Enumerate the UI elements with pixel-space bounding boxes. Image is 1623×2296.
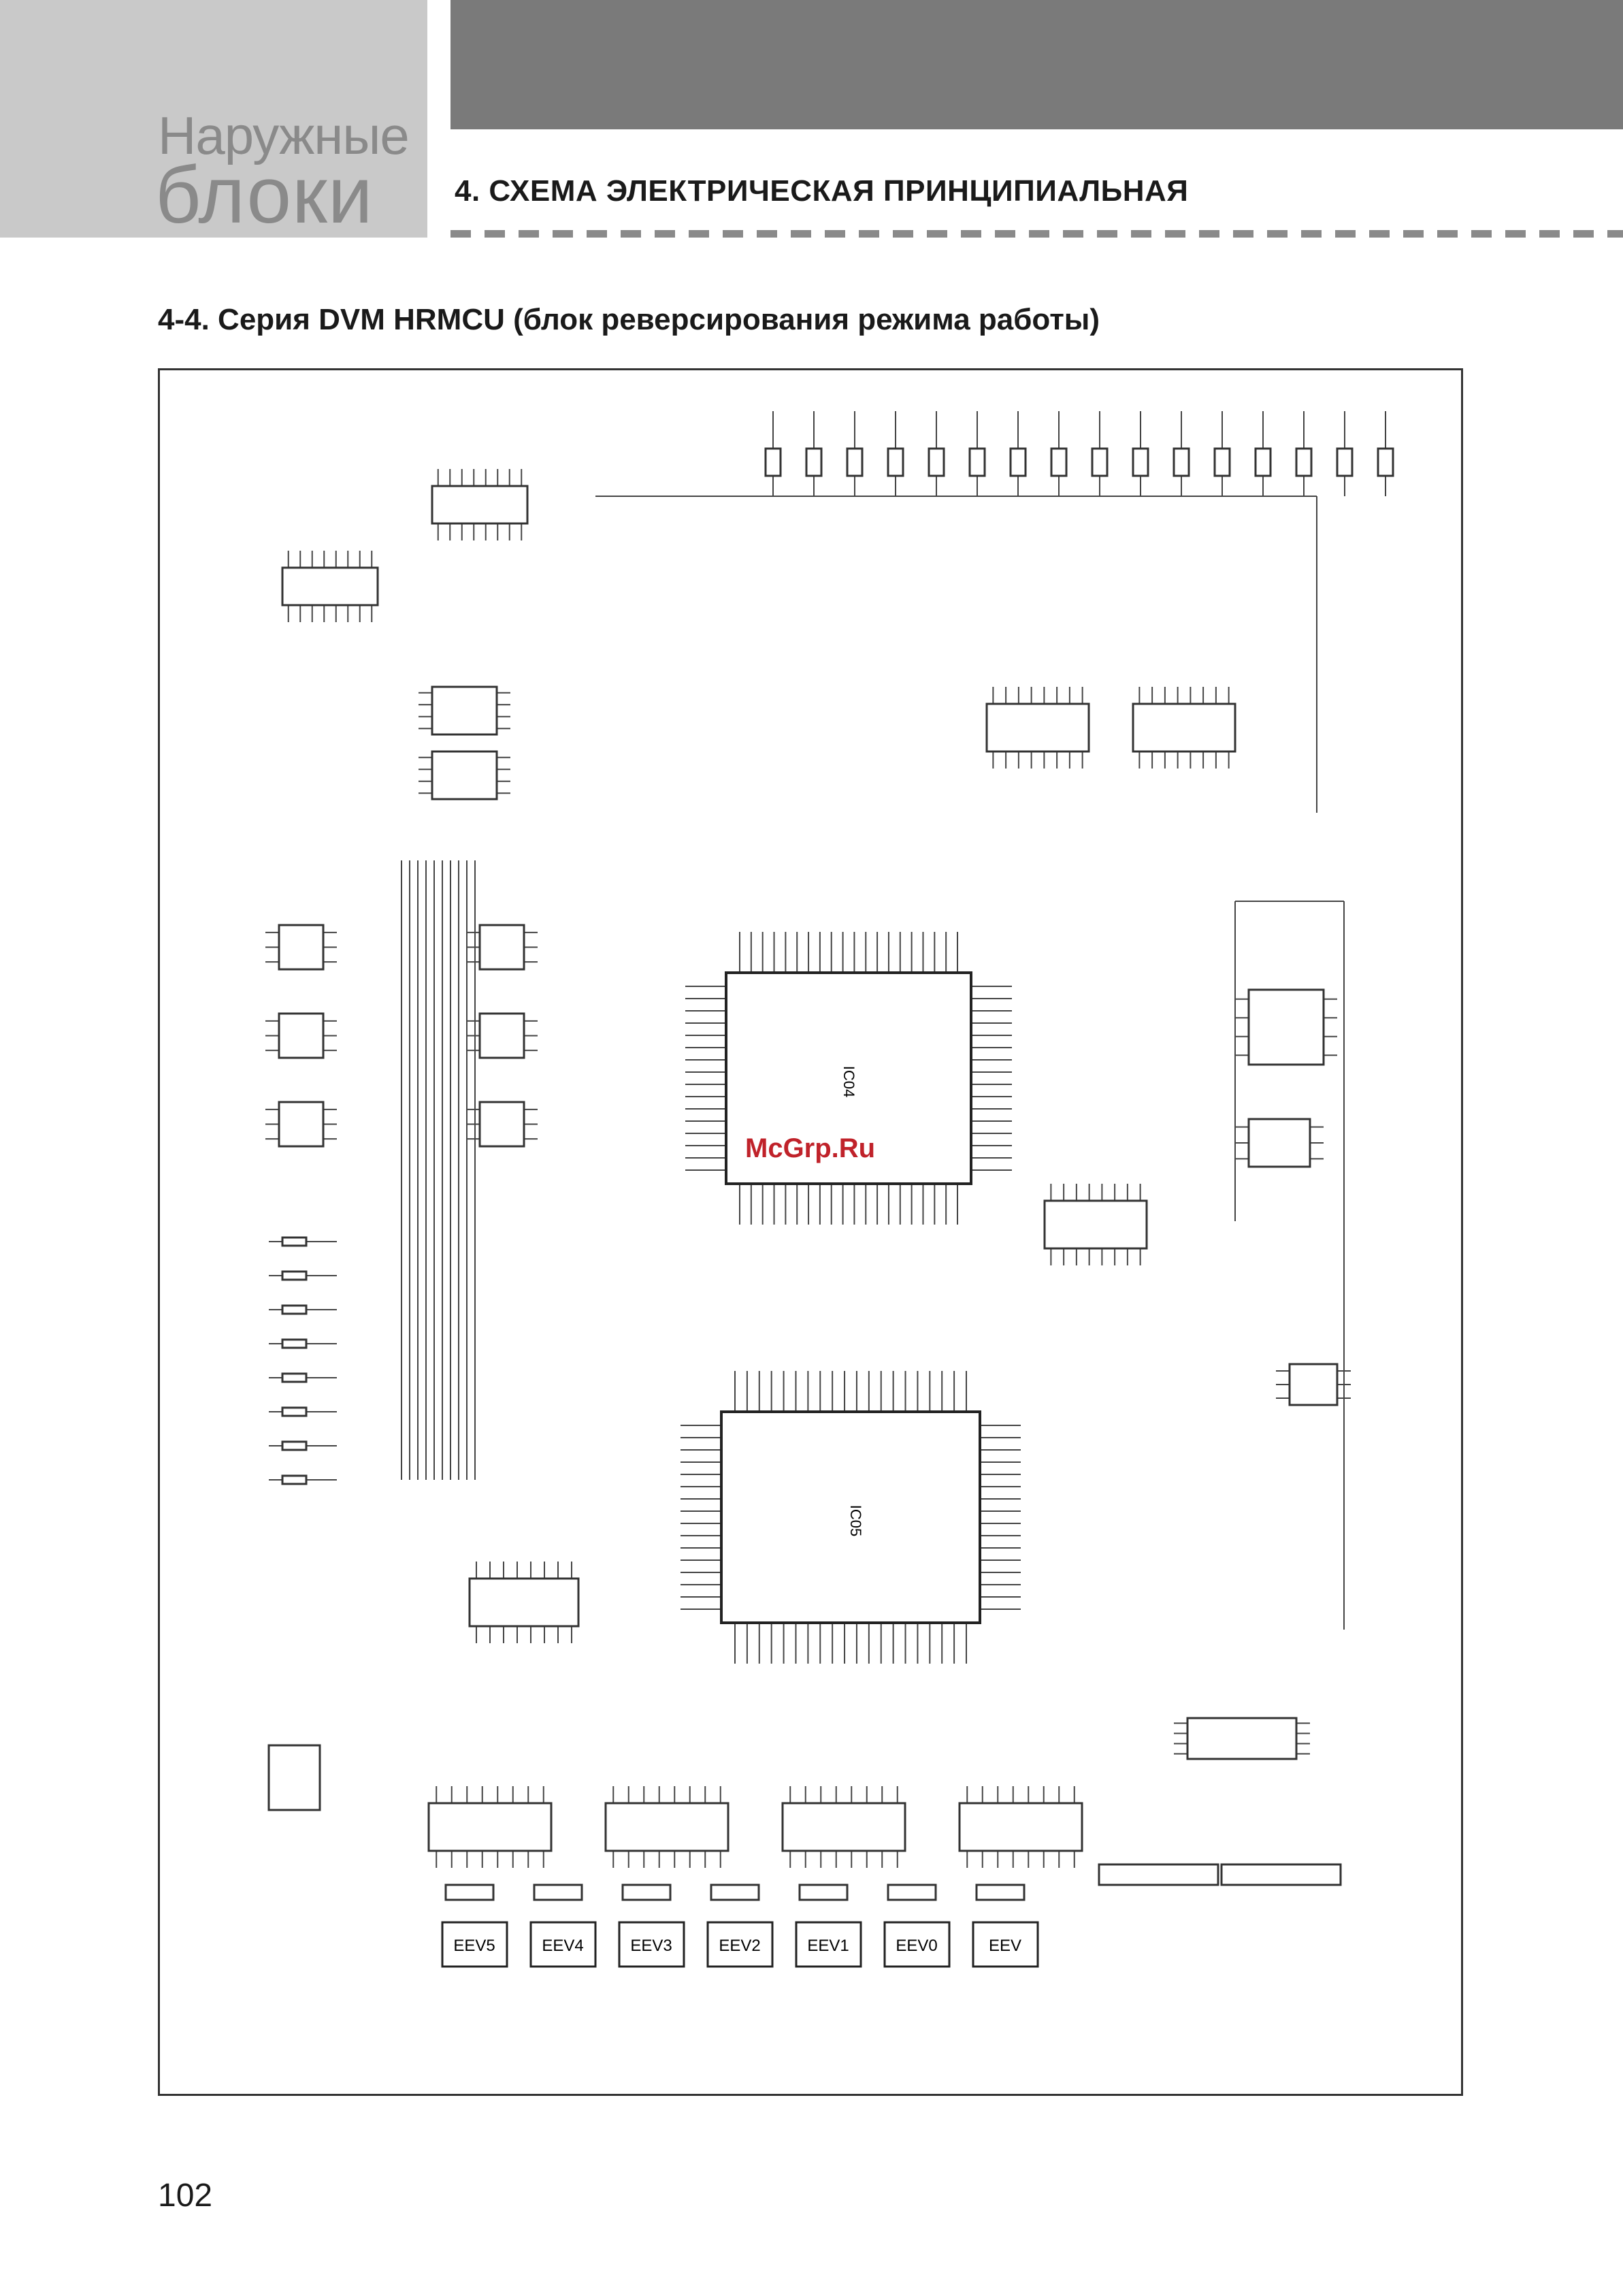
transistor <box>1378 449 1393 476</box>
transistor <box>1051 449 1066 476</box>
ic-chip <box>432 486 527 523</box>
connector <box>1222 1864 1341 1885</box>
connector-header <box>534 1885 582 1900</box>
eev5-label: EEV5 <box>453 1937 495 1955</box>
transistor <box>1011 449 1026 476</box>
ic-chip <box>1290 1364 1337 1405</box>
eev2-label: EEV2 <box>719 1937 760 1955</box>
ic-chip <box>606 1803 728 1851</box>
connector <box>1099 1864 1218 1885</box>
schematic-drawing: IC04 IC05 EEV5 EEV4 EEV3 EEV2 EEV1 EEV0 … <box>160 370 1461 2094</box>
ic-chip <box>480 1102 524 1146</box>
ic-chip <box>480 925 524 969</box>
resistor <box>282 1476 306 1484</box>
ic-chip <box>1187 1718 1296 1759</box>
section-label-line2: блоки <box>155 155 427 236</box>
transistor <box>929 449 944 476</box>
connector-header <box>623 1885 670 1900</box>
transistor <box>1296 449 1311 476</box>
resistor <box>282 1306 306 1314</box>
mcu-ic04-label: IC04 <box>840 1066 857 1097</box>
resistor <box>282 1374 306 1382</box>
ic-chip <box>432 687 497 734</box>
eev3-label: EEV3 <box>630 1937 672 1955</box>
resistor <box>282 1340 306 1348</box>
ic-chip <box>1249 1119 1310 1167</box>
eev4-label: EEV4 <box>542 1937 583 1955</box>
ic-chip <box>282 568 378 605</box>
connector-header <box>446 1885 493 1900</box>
eev-connector-row: EEV5 EEV4 EEV3 EEV2 EEV1 EEV0 EEV <box>442 1922 1038 1967</box>
eev1-label: EEV1 <box>807 1937 849 1955</box>
ic-chip <box>1249 990 1324 1065</box>
transistor <box>1092 449 1107 476</box>
resistor <box>282 1408 306 1416</box>
sensor-block <box>269 1745 320 1810</box>
ic-chip <box>279 1014 323 1058</box>
dashed-divider <box>450 230 1623 238</box>
ic-chip <box>1045 1201 1147 1248</box>
connector-header <box>888 1885 936 1900</box>
ic-chip <box>279 925 323 969</box>
ic-chip <box>480 1014 524 1058</box>
transistor <box>970 449 985 476</box>
ic-chip <box>279 1102 323 1146</box>
mcu-ic05-label: IC05 <box>847 1505 864 1536</box>
ic-chip <box>470 1579 578 1626</box>
eev-label: EEV <box>989 1937 1021 1955</box>
ic-chip <box>1133 704 1235 751</box>
schematic-diagram: IC04 IC05 EEV5 EEV4 EEV3 EEV2 EEV1 EEV0 … <box>158 368 1463 2096</box>
connector-header <box>711 1885 759 1900</box>
page-subtitle: 4-4. Серия DVM HRMCU (блок реверсировани… <box>158 303 1100 337</box>
watermark: McGrp.Ru <box>745 1133 875 1164</box>
transistor <box>1337 449 1352 476</box>
ic-chip <box>429 1803 551 1851</box>
eev0-label: EEV0 <box>896 1937 937 1955</box>
resistor <box>282 1442 306 1450</box>
ic-chip <box>960 1803 1082 1851</box>
transistor <box>766 449 781 476</box>
page-number: 102 <box>158 2177 212 2214</box>
chapter-title: 4. СХЕМА ЭЛЕКТРИЧЕСКАЯ ПРИНЦИПИАЛЬНАЯ <box>455 174 1188 208</box>
ic-chip <box>432 751 497 799</box>
resistor <box>282 1272 306 1280</box>
transistor <box>888 449 903 476</box>
connector-header <box>800 1885 847 1900</box>
transistor <box>1215 449 1230 476</box>
transistor <box>806 449 821 476</box>
transistor <box>1256 449 1270 476</box>
ic-chip <box>783 1803 905 1851</box>
transistor <box>1133 449 1148 476</box>
transistor <box>1174 449 1189 476</box>
transistor <box>847 449 862 476</box>
resistor <box>282 1238 306 1246</box>
ic-chip <box>987 704 1089 751</box>
connector-header <box>977 1885 1024 1900</box>
header-bar <box>450 0 1623 129</box>
